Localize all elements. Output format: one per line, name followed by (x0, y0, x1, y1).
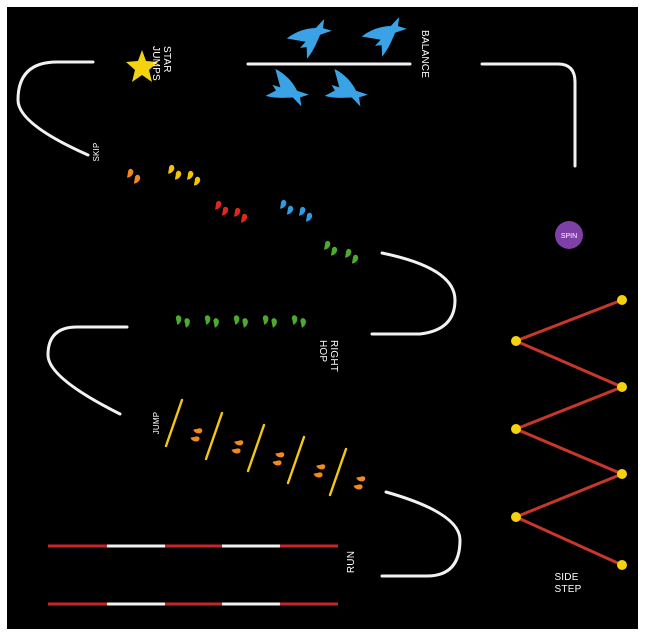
zigzag-dot (511, 336, 521, 346)
upper-right-corner-line (480, 62, 577, 168)
zigzag-dot (617, 469, 627, 479)
right-hop-label-line-2: HOP (317, 340, 328, 362)
star-jumps-label-line-2: JUMPS (150, 46, 161, 81)
spin-label: SPIN (561, 233, 577, 240)
jump-bar (164, 398, 184, 448)
zigzag-dot (511, 512, 521, 522)
course-background (7, 7, 638, 629)
run-label: RUN (346, 551, 357, 573)
jump-bar (246, 423, 266, 473)
side-step-label-line-2: STEP (555, 584, 582, 595)
jump-bar (328, 447, 348, 497)
run-lanes (48, 544, 338, 606)
side-step-zigzag (511, 295, 627, 570)
right-hop-label-line-1: RIGHT (328, 340, 339, 372)
side-step-label: SIDE STEP (554, 572, 581, 595)
zigzag-dot (511, 424, 521, 434)
middle-right-hop-curve (370, 251, 457, 336)
skip-label: SKIP (92, 142, 101, 161)
lower-right-run-curve (380, 490, 462, 578)
star-jumps-label-line-1: STAR (161, 46, 172, 73)
upper-left-return-curve (16, 60, 95, 157)
jump-bar (204, 411, 224, 461)
zigzag-dot (617, 560, 627, 570)
side-step-label-line-1: SIDE (554, 572, 578, 583)
spin-circle (555, 221, 583, 249)
right-hop-label: RIGHT HOP (317, 340, 339, 375)
jump-bars (164, 398, 348, 497)
jump-bar (286, 435, 306, 485)
zigzag-dot (617, 295, 627, 305)
balance-label: BALANCE (419, 30, 430, 78)
zigzag-dot (617, 382, 627, 392)
star-icon (126, 50, 158, 82)
star-jumps-label: STAR JUMPS (150, 46, 172, 81)
jump-label: JUMP (152, 412, 161, 435)
middle-left-curve (46, 325, 129, 416)
track-lines (16, 60, 577, 578)
